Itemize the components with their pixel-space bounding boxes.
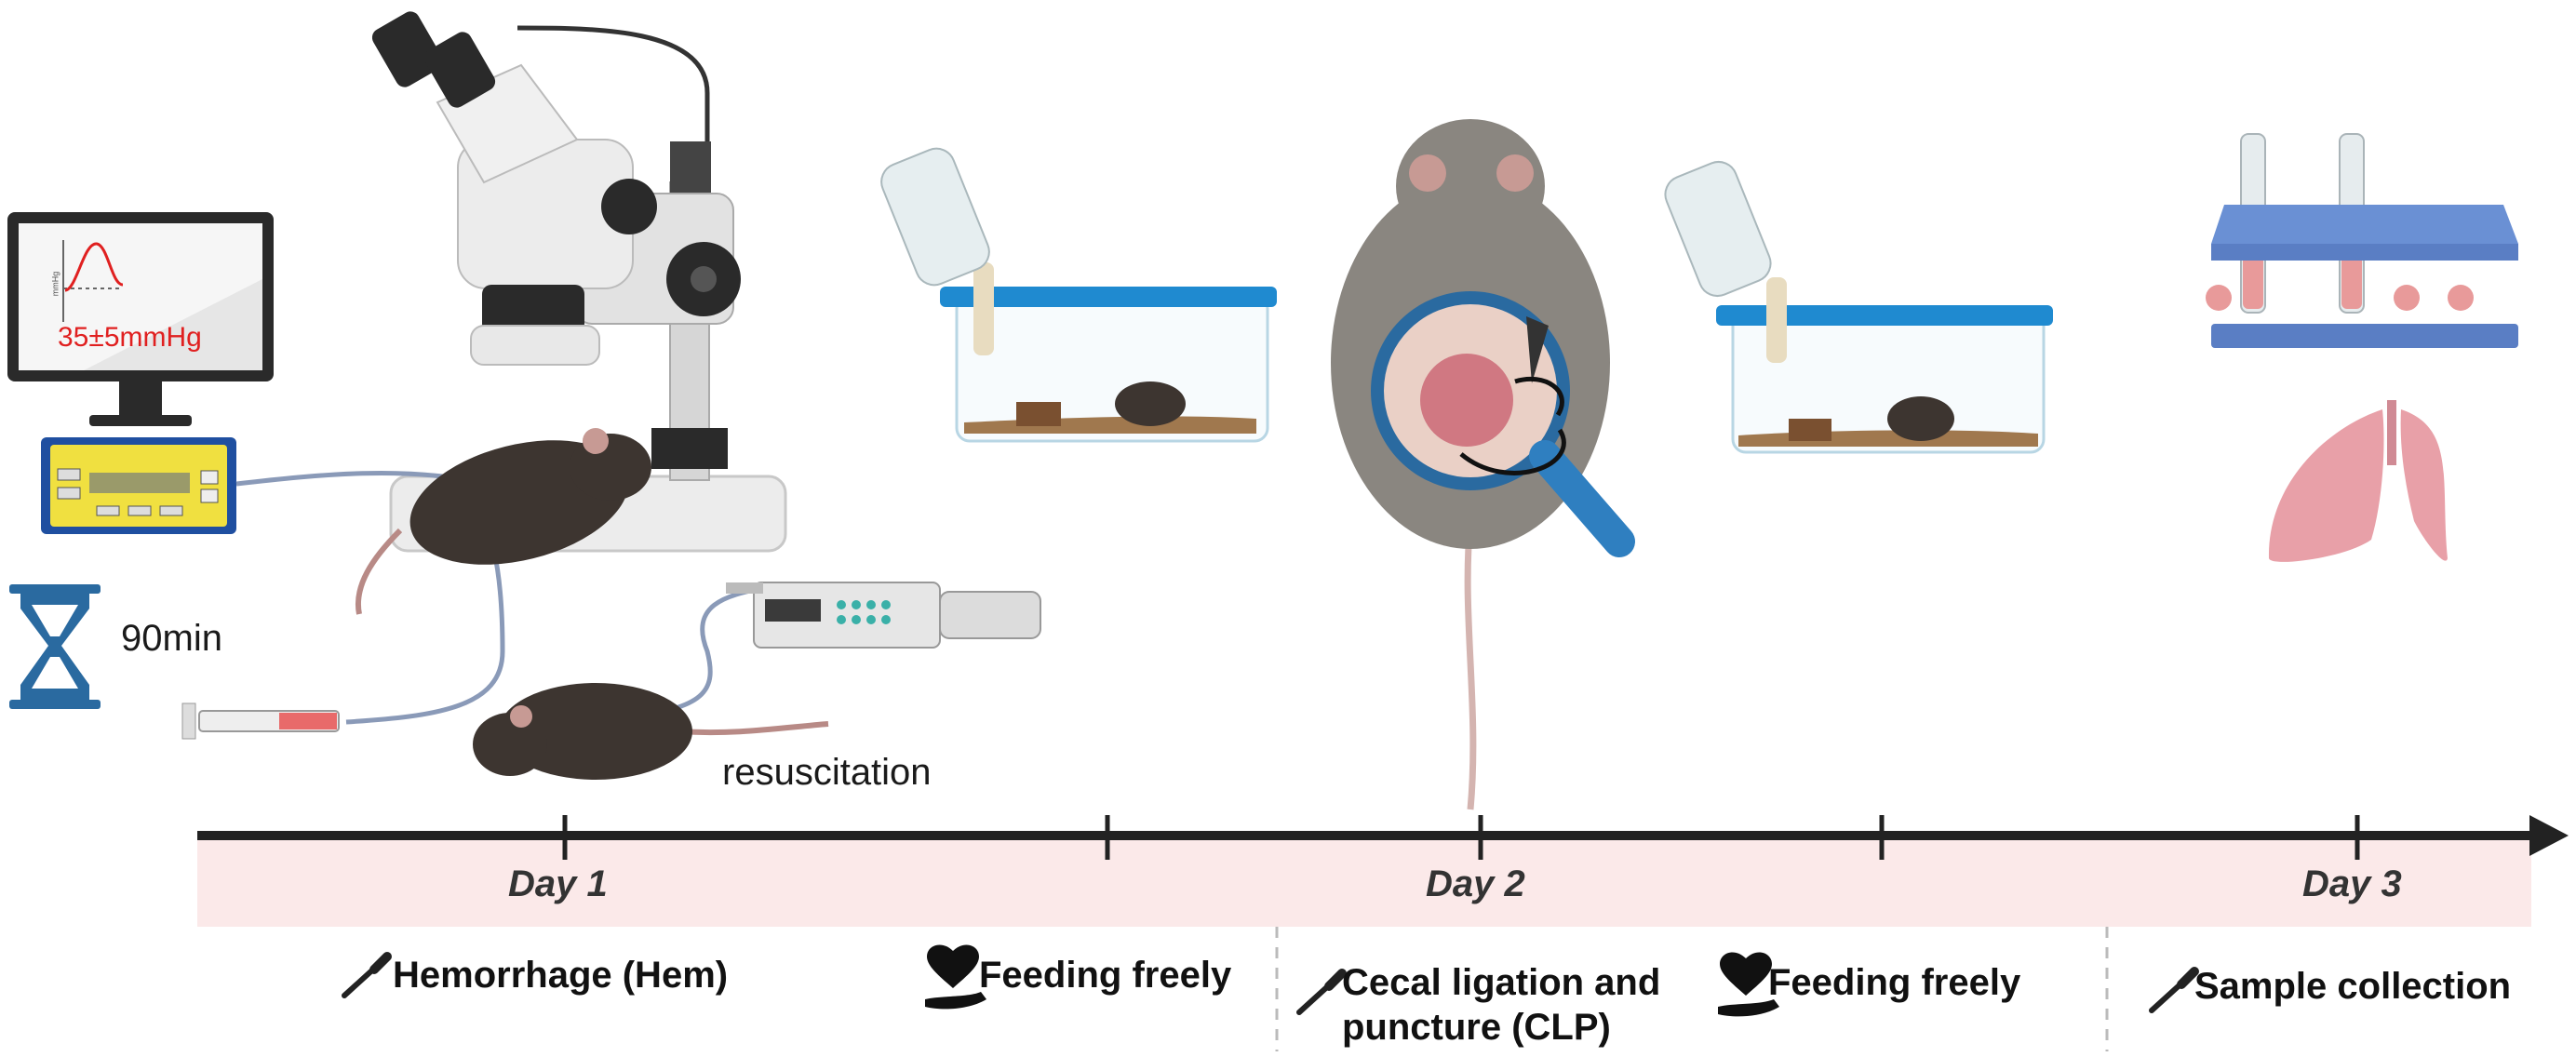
step-label-line: Sample collection xyxy=(2194,966,2512,1007)
section-dividers xyxy=(1275,927,2109,1051)
step-feeding-2: Feeding freely xyxy=(1768,960,2020,1005)
step-feeding-1: Feeding freely xyxy=(979,953,1231,997)
step-label-line: puncture (CLP) xyxy=(1342,1007,1611,1048)
infusion-pump xyxy=(726,582,1041,649)
pressure-label: 35±5mmHg xyxy=(58,322,202,353)
day-1-label: Day 1 xyxy=(508,863,608,904)
test-tube-rack xyxy=(2206,133,2518,348)
mouse-cage-1 xyxy=(880,147,1277,443)
screen-axis-label: mmHg xyxy=(50,271,60,297)
scalpel-icon xyxy=(2149,967,2199,1013)
pressure-transducer xyxy=(41,437,236,534)
timeline-arrowhead xyxy=(2529,815,2569,856)
mouse-resuscitation xyxy=(473,683,829,780)
step-sample-collection: Sample collection xyxy=(2194,964,2511,1009)
step-label-line: Cecal ligation and xyxy=(1342,962,1661,1003)
mouse-clp-surgery xyxy=(1331,119,1635,810)
blood-pressure-monitor xyxy=(7,212,274,426)
scalpel-icon xyxy=(1296,969,1347,1015)
day-2-label: Day 2 xyxy=(1426,863,1525,904)
step-label-line: Feeding freely xyxy=(979,955,1232,996)
scalpel-icon xyxy=(342,952,392,998)
timeline-band xyxy=(197,834,2531,927)
timeline-ticks xyxy=(562,815,2360,860)
timer-label: 90min xyxy=(121,618,222,659)
step-hemorrhage: Hemorrhage (Hem) xyxy=(393,953,728,997)
heart-hand-icon xyxy=(1718,952,1779,1017)
syringe xyxy=(181,702,340,740)
step-label-line: Feeding freely xyxy=(1768,962,2021,1003)
day-3-label: Day 3 xyxy=(2302,863,2402,904)
resuscitation-label: resuscitation xyxy=(722,752,932,793)
step-clp: Cecal ligation and puncture (CLP) xyxy=(1342,960,1660,1050)
mouse-cage-2 xyxy=(1664,161,2053,454)
heart-hand-icon xyxy=(925,944,986,1010)
lungs-icon xyxy=(2268,400,2448,562)
step-label-line: Hemorrhage (Hem) xyxy=(393,955,729,996)
mouse-on-stage xyxy=(355,428,651,615)
hourglass-icon xyxy=(9,584,101,709)
